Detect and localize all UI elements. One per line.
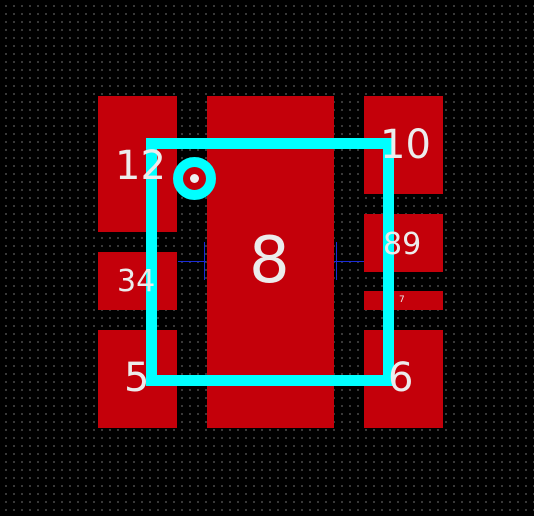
pin1-dot-icon bbox=[190, 174, 199, 183]
pad-label-89: 89 bbox=[383, 227, 422, 262]
pad-label-8: 8 bbox=[249, 224, 290, 298]
pad-label-12: 12 bbox=[115, 143, 166, 189]
pad-label-34: 34 bbox=[117, 264, 156, 299]
trace-left bbox=[178, 261, 206, 262]
pad-label-10: 10 bbox=[380, 122, 431, 168]
pad-label-7: 7 bbox=[399, 295, 405, 305]
trace-right-tick bbox=[336, 242, 337, 280]
pad-label-6: 6 bbox=[388, 355, 414, 401]
pad-34[interactable] bbox=[98, 252, 177, 310]
trace-right bbox=[334, 261, 364, 262]
pad-8-center[interactable] bbox=[207, 96, 334, 428]
component-outline[interactable] bbox=[146, 138, 394, 386]
pad-label-5: 5 bbox=[124, 355, 150, 401]
pad-12[interactable] bbox=[98, 96, 177, 232]
pad-89[interactable] bbox=[364, 214, 443, 272]
trace-left-tick bbox=[204, 242, 205, 280]
